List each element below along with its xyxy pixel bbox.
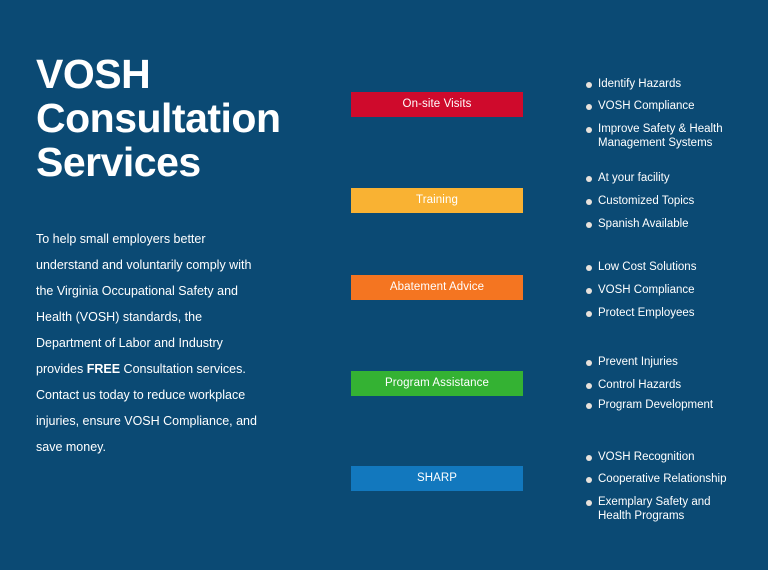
bullet-dot-icon — [586, 222, 592, 228]
bullet-dot-icon — [586, 360, 592, 366]
page-title: VOSH Consultation Services — [36, 51, 281, 185]
list-item[interactable]: Customized Topics — [586, 195, 694, 209]
service-bar-on-site-visits[interactable]: On-site Visits — [351, 92, 523, 117]
service-item-label: At your facility — [598, 172, 670, 184]
service-bar-training[interactable]: Training — [351, 188, 523, 213]
list-item[interactable]: Prevent Injuries — [586, 356, 678, 370]
service-item-label: Identify Hazards — [598, 78, 682, 90]
bullet-dot-icon — [586, 311, 592, 317]
bullet-dot-icon — [586, 265, 592, 271]
free-emphasis: FREE — [86, 362, 121, 376]
description-part-2: Consultation services. Contact us today … — [36, 362, 257, 454]
bullet-dot-icon — [586, 455, 592, 461]
service-item-label: Protect Employees — [598, 307, 695, 319]
list-item[interactable]: Improve Safety & Health Management Syste… — [586, 123, 723, 150]
list-item[interactable]: Exemplary Safety and Health Programs — [586, 496, 711, 523]
service-item-label: Cooperative Relationship — [598, 473, 727, 485]
left-text-column: VOSH Consultation Services To help small… — [36, 52, 326, 460]
list-item[interactable]: Program Development — [586, 399, 713, 413]
list-item[interactable]: VOSH Compliance — [586, 100, 695, 114]
bullet-dot-icon — [586, 104, 592, 110]
service-bar-program-assistance[interactable]: Program Assistance — [351, 371, 523, 396]
service-item-label: VOSH Recognition — [598, 451, 695, 463]
list-item[interactable]: Cooperative Relationship — [586, 473, 727, 487]
list-item[interactable]: At your facility — [586, 172, 670, 186]
bullet-dot-icon — [586, 500, 592, 506]
bullet-dot-icon — [586, 199, 592, 205]
service-item-label: Program Development — [598, 399, 714, 411]
list-item[interactable]: Spanish Available — [586, 218, 689, 232]
list-item[interactable]: Identify Hazards — [586, 78, 681, 92]
service-item-label: Spanish Available — [598, 218, 689, 230]
bullet-dot-icon — [586, 477, 592, 483]
bullet-dot-icon — [586, 176, 592, 182]
bullet-dot-icon — [586, 82, 592, 88]
service-item-label: VOSH Compliance — [598, 100, 695, 112]
list-item[interactable]: VOSH Compliance — [586, 284, 695, 298]
bullet-dot-icon — [586, 383, 592, 389]
service-bar-abatement-advice[interactable]: Abatement Advice — [351, 275, 523, 300]
service-item-label: Prevent Injuries — [598, 356, 678, 368]
list-item[interactable]: Protect Employees — [586, 307, 695, 321]
bullet-dot-icon — [586, 127, 592, 133]
service-bar-sharp[interactable]: SHARP — [351, 466, 523, 491]
service-item-label: Customized Topics — [598, 195, 695, 207]
service-item-label: VOSH Compliance — [598, 284, 695, 296]
list-item[interactable]: Low Cost Solutions — [586, 261, 696, 275]
poster-description: To help small employers better understan… — [36, 184, 268, 460]
bullet-dot-icon — [586, 288, 592, 294]
bullet-dot-icon — [586, 403, 592, 409]
description-part-1: To help small employers better understan… — [36, 232, 252, 376]
list-item[interactable]: Control Hazards — [586, 379, 681, 393]
list-item[interactable]: VOSH Recognition — [586, 451, 695, 465]
service-item-label: Low Cost Solutions — [598, 261, 697, 273]
service-item-label: Improve Safety & Health Management Syste… — [598, 123, 723, 149]
service-item-label: Exemplary Safety and Health Programs — [598, 496, 711, 522]
service-item-label: Control Hazards — [598, 379, 682, 391]
